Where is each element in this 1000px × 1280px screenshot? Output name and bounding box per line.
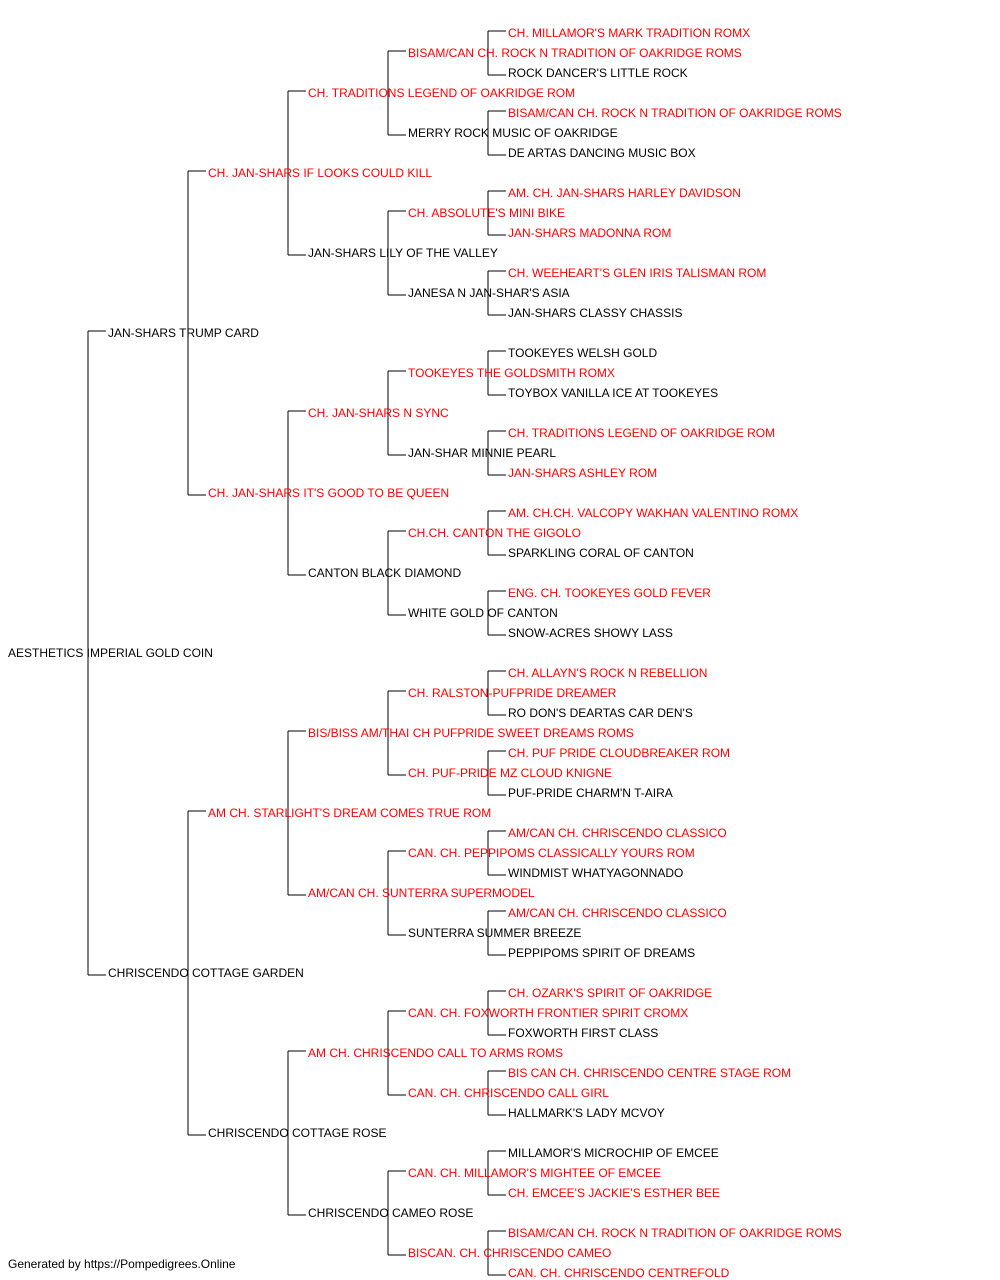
pedigree-entry-gen5: CH. MILLAMOR'S MARK TRADITION ROMX — [508, 26, 751, 40]
pedigree-entry-gen4: CAN. CH. CHRISCENDO CALL GIRL — [408, 1086, 609, 1100]
pedigree-entry-gen3: CANTON BLACK DIAMOND — [308, 566, 462, 580]
pedigree-entry-gen3: CH. JAN-SHARS N SYNC — [308, 406, 449, 420]
pedigree-entry-gen4: CAN. CH. MILLAMOR'S MIGHTEE OF EMCEE — [408, 1166, 661, 1180]
pedigree-entry-gen4: CH.CH. CANTON THE GIGOLO — [408, 526, 581, 540]
pedigree-entry-gen4: JANESA N JAN-SHAR'S ASIA — [408, 286, 570, 300]
pedigree-entry-gen2: CH. JAN-SHARS IF LOOKS COULD KILL — [208, 166, 433, 180]
pedigree-entry-gen4: CH. RALSTON-PUFPRIDE DREAMER — [408, 686, 617, 700]
pedigree-entry-gen5: CAN. CH. CHRISCENDO CENTREFOLD — [508, 1266, 730, 1280]
footer-credit: Generated by https://Pompedigrees.Online — [8, 1257, 236, 1271]
pedigree-entry-gen5: RO DON'S DEARTAS CAR DEN'S — [508, 706, 693, 720]
pedigree-entry-gen3: BIS/BISS AM/THAI CH PUFPRIDE SWEET DREAM… — [308, 726, 634, 740]
pedigree-entry-gen5: JAN-SHARS MADONNA ROM — [508, 226, 672, 240]
pedigree-entry-gen4: CAN. CH. PEPPIPOMS CLASSICALLY YOURS ROM — [408, 846, 695, 860]
pedigree-entry-gen5: AM/CAN CH. CHRISCENDO CLASSICO — [508, 826, 727, 840]
pedigree-entry-gen4: CH. ABSOLUTE'S MINI BIKE — [408, 206, 565, 220]
pedigree-entry-gen5: CH. ALLAYN'S ROCK N REBELLION — [508, 666, 708, 680]
pedigree-entry-gen5: TOYBOX VANILLA ICE AT TOOKEYES — [508, 386, 719, 400]
pedigree-entry-gen3: JAN-SHARS LILY OF THE VALLEY — [308, 246, 498, 260]
pedigree-entry-gen5: BISAM/CAN CH. ROCK N TRADITION OF OAKRID… — [508, 1226, 842, 1240]
pedigree-entry-gen3: AM/CAN CH. SUNTERRA SUPERMODEL — [308, 886, 535, 900]
pedigree-connectors — [87, 30, 506, 1276]
pedigree-entry-gen4: BISAM/CAN CH. ROCK N TRADITION OF OAKRID… — [408, 46, 742, 60]
pedigree-entry-gen5: JAN-SHARS CLASSY CHASSIS — [508, 306, 683, 320]
pedigree-entry-gen5: BIS CAN CH. CHRISCENDO CENTRE STAGE ROM — [508, 1066, 792, 1080]
pedigree-entry-gen5: CH. WEEHEART'S GLEN IRIS TALISMAN ROM — [508, 266, 767, 280]
pedigree-entry-gen5: BISAM/CAN CH. ROCK N TRADITION OF OAKRID… — [508, 106, 842, 120]
pedigree-entry-gen1: CHRISCENDO COTTAGE GARDEN — [108, 966, 304, 980]
pedigree-entry-gen5: PEPPIPOMS SPIRIT OF DREAMS — [508, 946, 696, 960]
pedigree-entry-gen3: CH. TRADITIONS LEGEND OF OAKRIDGE ROM — [308, 86, 576, 100]
pedigree-entry-gen4: JAN-SHAR MINNIE PEARL — [408, 446, 557, 460]
pedigree-entry-gen5: TOOKEYES WELSH GOLD — [508, 346, 658, 360]
pedigree-entry-gen5: AM/CAN CH. CHRISCENDO CLASSICO — [508, 906, 727, 920]
pedigree-entry-gen5: MILLAMOR'S MICROCHIP OF EMCEE — [508, 1146, 719, 1160]
pedigree-entry-gen2: CHRISCENDO COTTAGE ROSE — [208, 1126, 387, 1140]
pedigree-entry-gen0: AESTHETICS IMPERIAL GOLD COIN — [8, 646, 213, 660]
pedigree-entry-gen5: HALLMARK'S LADY MCVOY — [508, 1106, 665, 1120]
pedigree-entry-gen5: AM. CH.CH. VALCOPY WAKHAN VALENTINO ROMX — [508, 506, 799, 520]
pedigree-entry-gen1: JAN-SHARS TRUMP CARD — [108, 326, 259, 340]
pedigree-entry-gen5: AM. CH. JAN-SHARS HARLEY DAVIDSON — [508, 186, 741, 200]
pedigree-entry-gen4: WHITE GOLD OF CANTON — [408, 606, 558, 620]
pedigree-entry-gen5: SNOW-ACRES SHOWY LASS — [508, 626, 673, 640]
pedigree-entry-gen4: TOOKEYES THE GOLDSMITH ROMX — [408, 366, 615, 380]
pedigree-entry-gen5: FOXWORTH FIRST CLASS — [508, 1026, 659, 1040]
pedigree-entry-gen4: BISCAN. CH. CHRISCENDO CAMEO — [408, 1246, 612, 1260]
pedigree-entry-gen5: SPARKLING CORAL OF CANTON — [508, 546, 694, 560]
pedigree-entry-gen4: CH. PUF-PRIDE MZ CLOUD KNIGNE — [408, 766, 613, 780]
pedigree-entry-gen5: PUF-PRIDE CHARM'N T-AIRA — [508, 786, 673, 800]
pedigree-entry-gen4: MERRY ROCK MUSIC OF OAKRIDGE — [408, 126, 618, 140]
pedigree-entry-gen5: WINDMIST WHATYAGONNADO — [508, 866, 684, 880]
pedigree-entry-gen4: CAN. CH. FOXWORTH FRONTIER SPIRIT CROMX — [408, 1006, 689, 1020]
pedigree-entry-gen5: ROCK DANCER'S LITTLE ROCK — [508, 66, 688, 80]
pedigree-entry-gen5: ENG. CH. TOOKEYES GOLD FEVER — [508, 586, 711, 600]
pedigree-entry-gen5: DE ARTAS DANCING MUSIC BOX — [508, 146, 696, 160]
pedigree-entry-gen5: JAN-SHARS ASHLEY ROM — [508, 466, 658, 480]
pedigree-entry-gen5: CH. PUF PRIDE CLOUDBREAKER ROM — [508, 746, 731, 760]
pedigree-entry-gen3: CHRISCENDO CAMEO ROSE — [308, 1206, 474, 1220]
pedigree-entry-gen5: CH. TRADITIONS LEGEND OF OAKRIDGE ROM — [508, 426, 776, 440]
pedigree-entry-gen4: SUNTERRA SUMMER BREEZE — [408, 926, 582, 940]
pedigree-entry-gen2: AM CH. STARLIGHT'S DREAM COMES TRUE ROM — [208, 806, 492, 820]
pedigree-entry-gen5: CH. OZARK'S SPIRIT OF OAKRIDGE — [508, 986, 713, 1000]
pedigree-entry-gen5: CH. EMCEE'S JACKIE'S ESTHER BEE — [508, 1186, 720, 1200]
pedigree-entry-gen3: AM CH. CHRISCENDO CALL TO ARMS ROMS — [308, 1046, 564, 1060]
pedigree-entry-gen2: CH. JAN-SHARS IT'S GOOD TO BE QUEEN — [208, 486, 450, 500]
